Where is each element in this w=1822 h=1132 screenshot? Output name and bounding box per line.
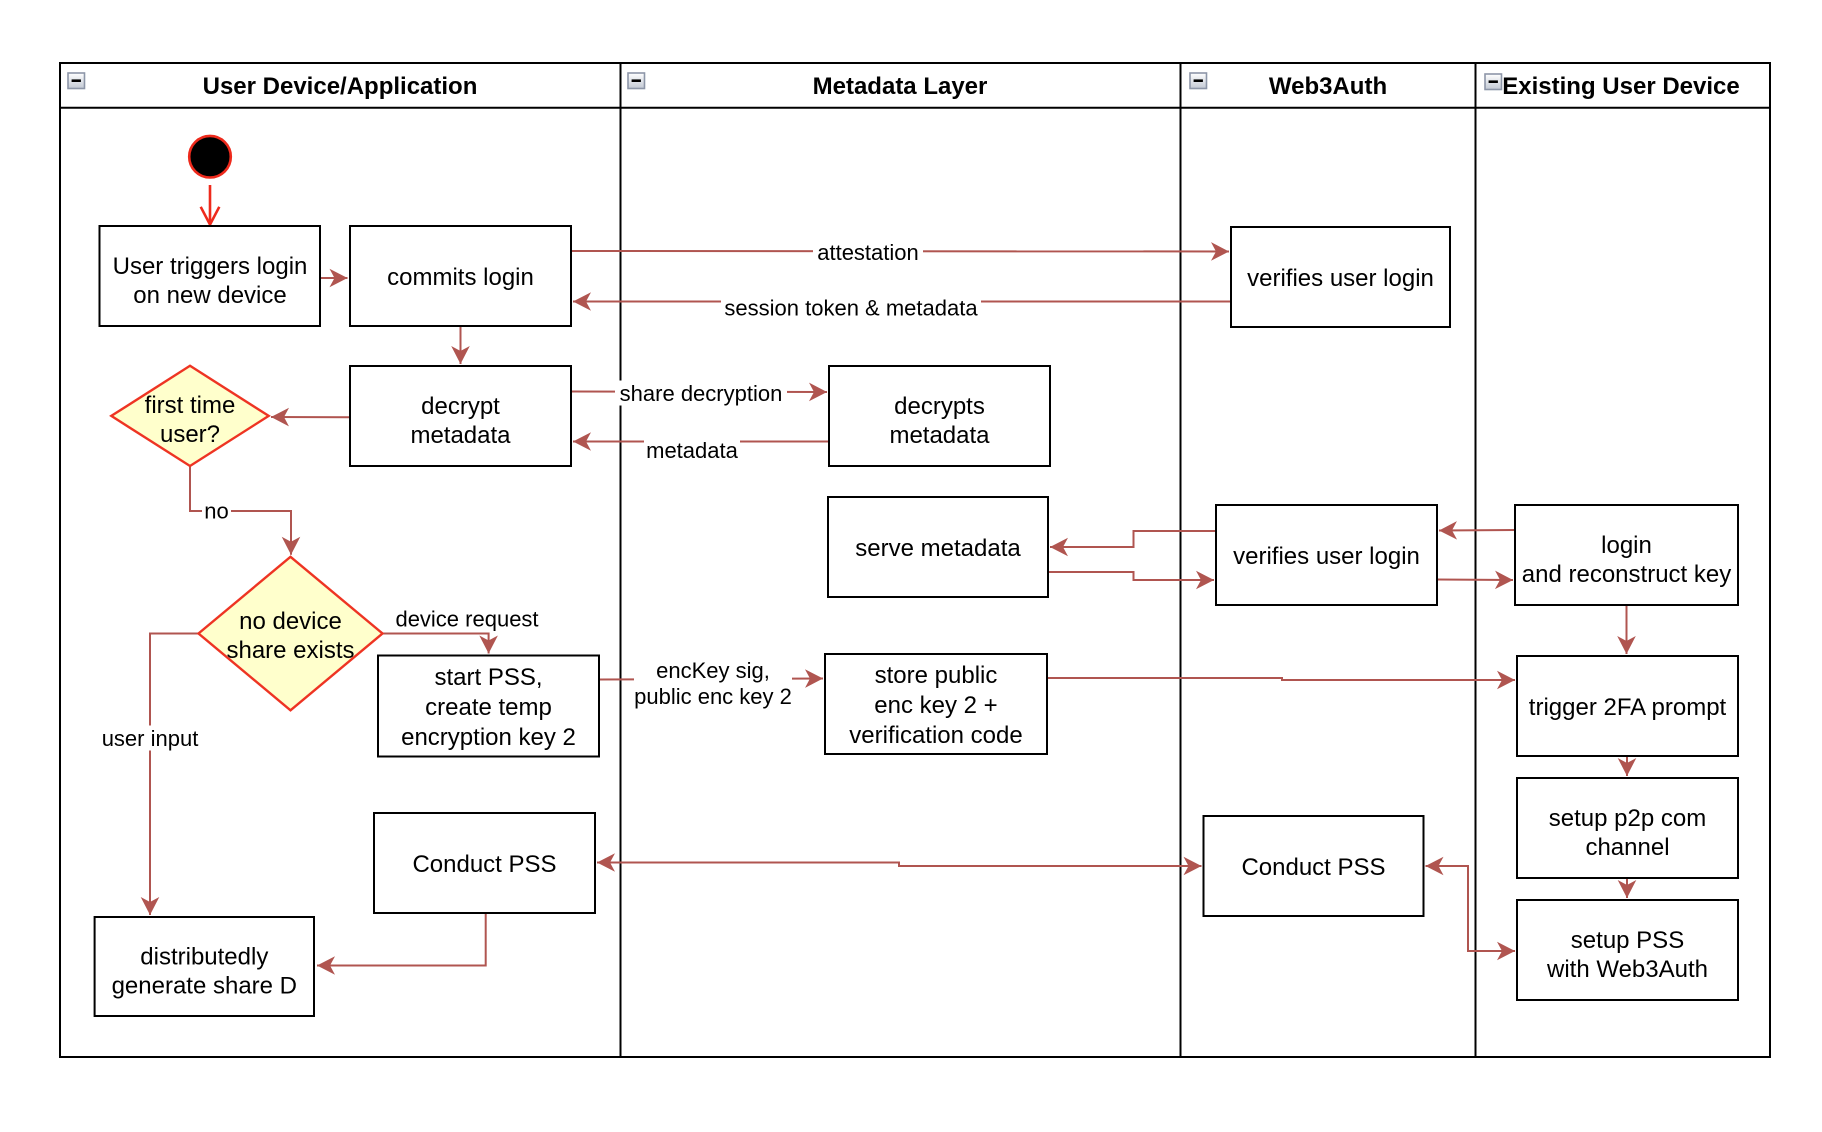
svg-text:share exists: share exists	[226, 637, 354, 664]
svg-text:metadata: metadata	[646, 438, 738, 463]
svg-text:metadata: metadata	[410, 422, 511, 449]
svg-text:encKey sig,: encKey sig,	[656, 658, 770, 683]
svg-text:Web3Auth: Web3Auth	[1269, 73, 1387, 100]
svg-text:distributedly: distributedly	[140, 944, 268, 971]
svg-text:no: no	[204, 499, 228, 524]
svg-text:trigger 2FA prompt: trigger 2FA prompt	[1529, 694, 1727, 721]
svg-text:channel: channel	[1585, 834, 1669, 861]
svg-text:device request: device request	[395, 607, 538, 632]
svg-text:User Device/Application: User Device/Application	[203, 73, 478, 100]
svg-text:metadata: metadata	[889, 422, 990, 449]
svg-text:session token & metadata: session token & metadata	[724, 296, 978, 321]
svg-text:Metadata Layer: Metadata Layer	[813, 73, 988, 100]
svg-text:verification code: verification code	[849, 722, 1022, 749]
svg-text:setup p2p com: setup p2p com	[1549, 805, 1706, 832]
svg-text:serve metadata: serve metadata	[855, 535, 1021, 562]
svg-text:decrypt: decrypt	[421, 393, 500, 420]
svg-text:setup PSS: setup PSS	[1571, 927, 1684, 954]
svg-text:with Web3Auth: with Web3Auth	[1546, 956, 1708, 983]
svg-text:enc key 2 +: enc key 2 +	[874, 692, 997, 719]
svg-text:User triggers login: User triggers login	[113, 253, 308, 280]
svg-text:create temp: create temp	[425, 694, 552, 721]
svg-text:Conduct PSS: Conduct PSS	[412, 851, 556, 878]
svg-text:login: login	[1601, 532, 1652, 559]
svg-text:share decryption: share decryption	[620, 381, 783, 406]
svg-text:attestation: attestation	[817, 240, 919, 265]
svg-text:start PSS,: start PSS,	[434, 664, 542, 691]
svg-text:Conduct PSS: Conduct PSS	[1241, 854, 1385, 881]
svg-text:verifies user login: verifies user login	[1233, 543, 1420, 570]
svg-text:Existing User Device: Existing User Device	[1502, 73, 1739, 100]
svg-text:user?: user?	[160, 421, 220, 448]
svg-text:first time: first time	[145, 392, 236, 419]
svg-text:generate share D: generate share D	[112, 973, 297, 1000]
svg-text:verifies user login: verifies user login	[1247, 265, 1434, 292]
svg-text:commits login: commits login	[387, 264, 534, 291]
svg-text:on new device: on new device	[133, 282, 286, 309]
svg-text:encryption key 2: encryption key 2	[401, 724, 576, 751]
svg-text:store public: store public	[875, 662, 998, 689]
svg-text:and reconstruct key: and reconstruct key	[1522, 561, 1731, 588]
svg-text:public enc key 2: public enc key 2	[634, 684, 792, 709]
svg-text:decrypts: decrypts	[894, 393, 985, 420]
svg-text:no device: no device	[239, 608, 342, 635]
svg-text:user input: user input	[102, 726, 199, 751]
